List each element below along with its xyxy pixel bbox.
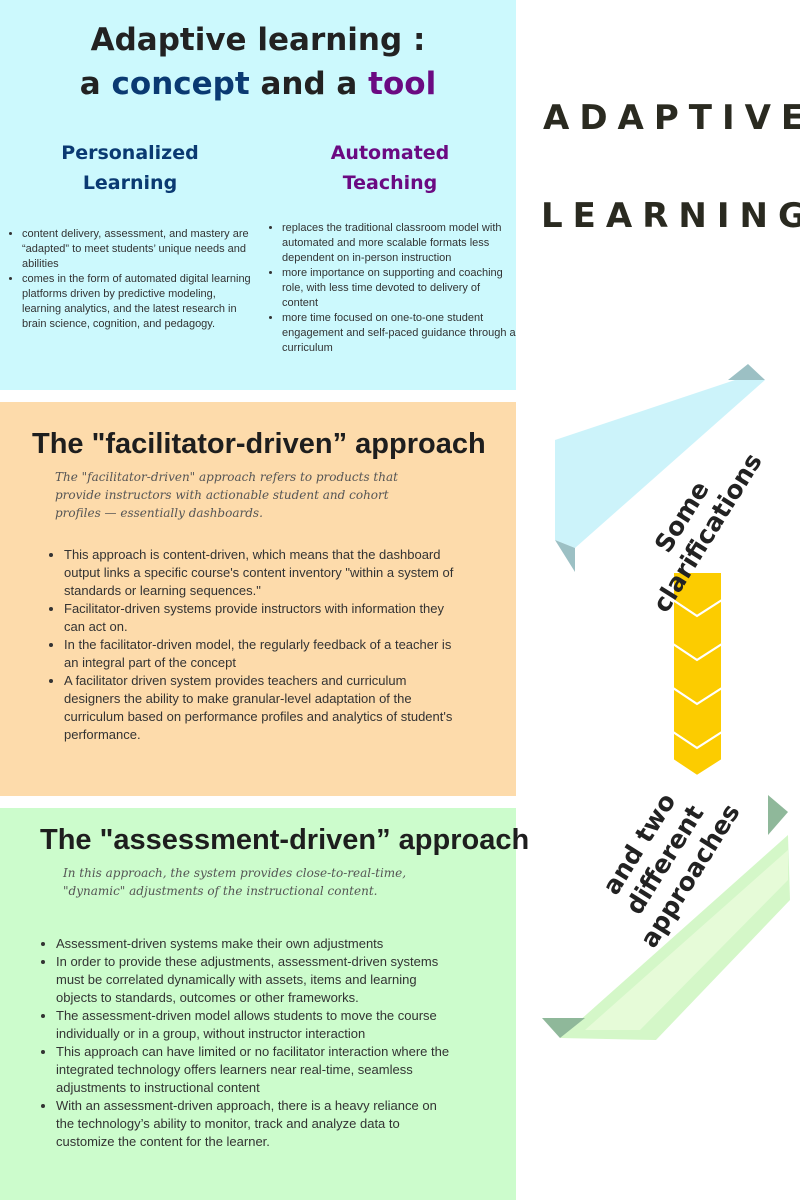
list-item: replaces the traditional classroom model… — [282, 221, 516, 266]
title-concept: concept — [111, 66, 250, 102]
facilitator-list: This approach is content-driven, which m… — [46, 546, 466, 744]
green-ribbon-fold-bottom — [542, 1018, 585, 1038]
list-item: In the facilitator-driven model, the reg… — [64, 636, 466, 672]
list-item: This approach is content-driven, which m… — [64, 546, 466, 600]
list-item: In order to provide these adjustments, a… — [56, 953, 458, 1007]
side-word-learning: LEARNING — [541, 196, 800, 236]
heading-line: Learning — [82, 172, 178, 194]
title-a: a — [79, 66, 112, 102]
heading-line: Personalized — [61, 142, 199, 164]
blue-ribbon-fold-top — [728, 364, 765, 380]
list-item: more time focused on one-to-one student … — [282, 311, 516, 356]
assessment-title: The "assessment-driven” approach — [40, 824, 530, 856]
main-title: Adaptive learning : a concept and a tool — [0, 18, 516, 106]
green-ribbon — [560, 835, 790, 1040]
assessment-list: Assessment-driven systems make their own… — [38, 935, 458, 1151]
blue-ribbon-fold-bottom — [555, 540, 575, 572]
assessment-intro: In this approach, the system provides cl… — [63, 866, 407, 898]
title-line-1: Adaptive learning : — [90, 22, 426, 58]
blue-ribbon — [555, 380, 765, 548]
facilitator-panel: The "facilitator-driven” approach The "f… — [0, 402, 516, 796]
heading-line: Teaching — [342, 172, 438, 194]
facilitator-title: The "facilitator-driven” approach — [32, 428, 486, 460]
heading-line: Automated — [330, 142, 450, 164]
list-item: The assessment-driven model allows stude… — [56, 1007, 458, 1043]
list-item: Assessment-driven systems make their own… — [56, 935, 458, 953]
facilitator-intro: The "facilitator-driven" approach refers… — [55, 470, 398, 520]
green-ribbon-light — [585, 850, 788, 1030]
list-item: With an assessment-driven approach, ther… — [56, 1097, 458, 1151]
title-and: and a — [249, 66, 369, 102]
title-line-2: a concept and a tool — [0, 62, 516, 106]
list-item: content delivery, assessment, and master… — [22, 227, 254, 272]
assessment-panel: The "assessment-driven” approach In this… — [0, 808, 529, 1200]
chevron-arrow — [672, 571, 723, 778]
list-item: more importance on supporting and coachi… — [282, 266, 516, 311]
title-tool: tool — [368, 66, 437, 102]
side-word-adaptive: ADAPTIVE — [543, 98, 800, 138]
list-item: comes in the form of automated digital l… — [22, 272, 254, 332]
green-ribbon-fold-top — [768, 795, 788, 835]
list-item: A facilitator driven system provides tea… — [64, 672, 466, 744]
intro-panel: Adaptive learning : a concept and a tool… — [0, 0, 516, 390]
personalized-list: content delivery, assessment, and master… — [6, 227, 254, 332]
list-item: Facilitator-driven systems provide instr… — [64, 600, 466, 636]
list-item: This approach can have limited or no fac… — [56, 1043, 458, 1097]
automated-list: replaces the traditional classroom model… — [266, 221, 516, 356]
